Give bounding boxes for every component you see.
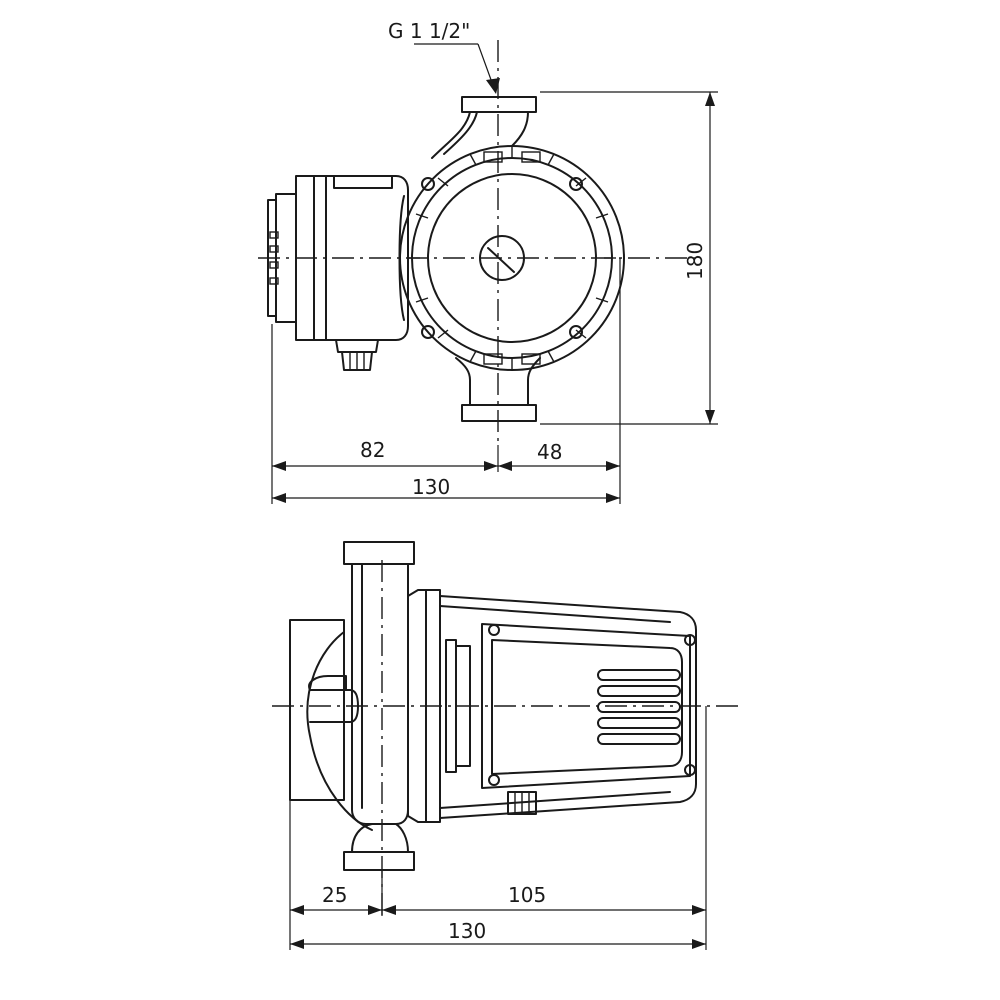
dim-left-label: 82 [360,438,385,462]
side-terminal-box [481,623,696,789]
dim-right-label: 48 [537,440,562,464]
side-top-flange [343,541,415,825]
motor-housing [439,595,697,819]
shaft-slot [487,247,515,273]
side-view: 25 105 130 [272,541,742,950]
volute-curve [306,631,373,831]
housing-screws [421,177,583,339]
vent-slots [597,669,681,745]
side-bottom-flange [343,823,415,871]
height-dimension [540,91,718,425]
terminal-box [267,175,409,341]
thread-leader [414,43,500,94]
shaft-cap [479,235,525,281]
volute-outer [399,145,625,371]
motor-flange [407,589,441,823]
cable-gland [335,339,379,371]
pump-body [289,619,345,801]
motor-cover [427,173,597,343]
side-dim-left-label: 25 [322,883,347,907]
side-cable-gland [507,791,537,815]
top-view: G 1 1/2" 180 82 48 130 [258,19,718,504]
side-dim-right-label: 105 [508,883,546,907]
width-dimensions [271,258,621,504]
side-dim-total-label: 130 [448,919,486,943]
thread-size-label: G 1 1/2" [388,19,470,43]
bottom-flange [455,357,541,422]
inlet-stub [308,675,359,723]
side-dimensions [289,706,707,950]
dim-height-label: 180 [683,242,707,280]
dim-total-label: 130 [412,475,450,499]
top-flange [431,96,537,159]
